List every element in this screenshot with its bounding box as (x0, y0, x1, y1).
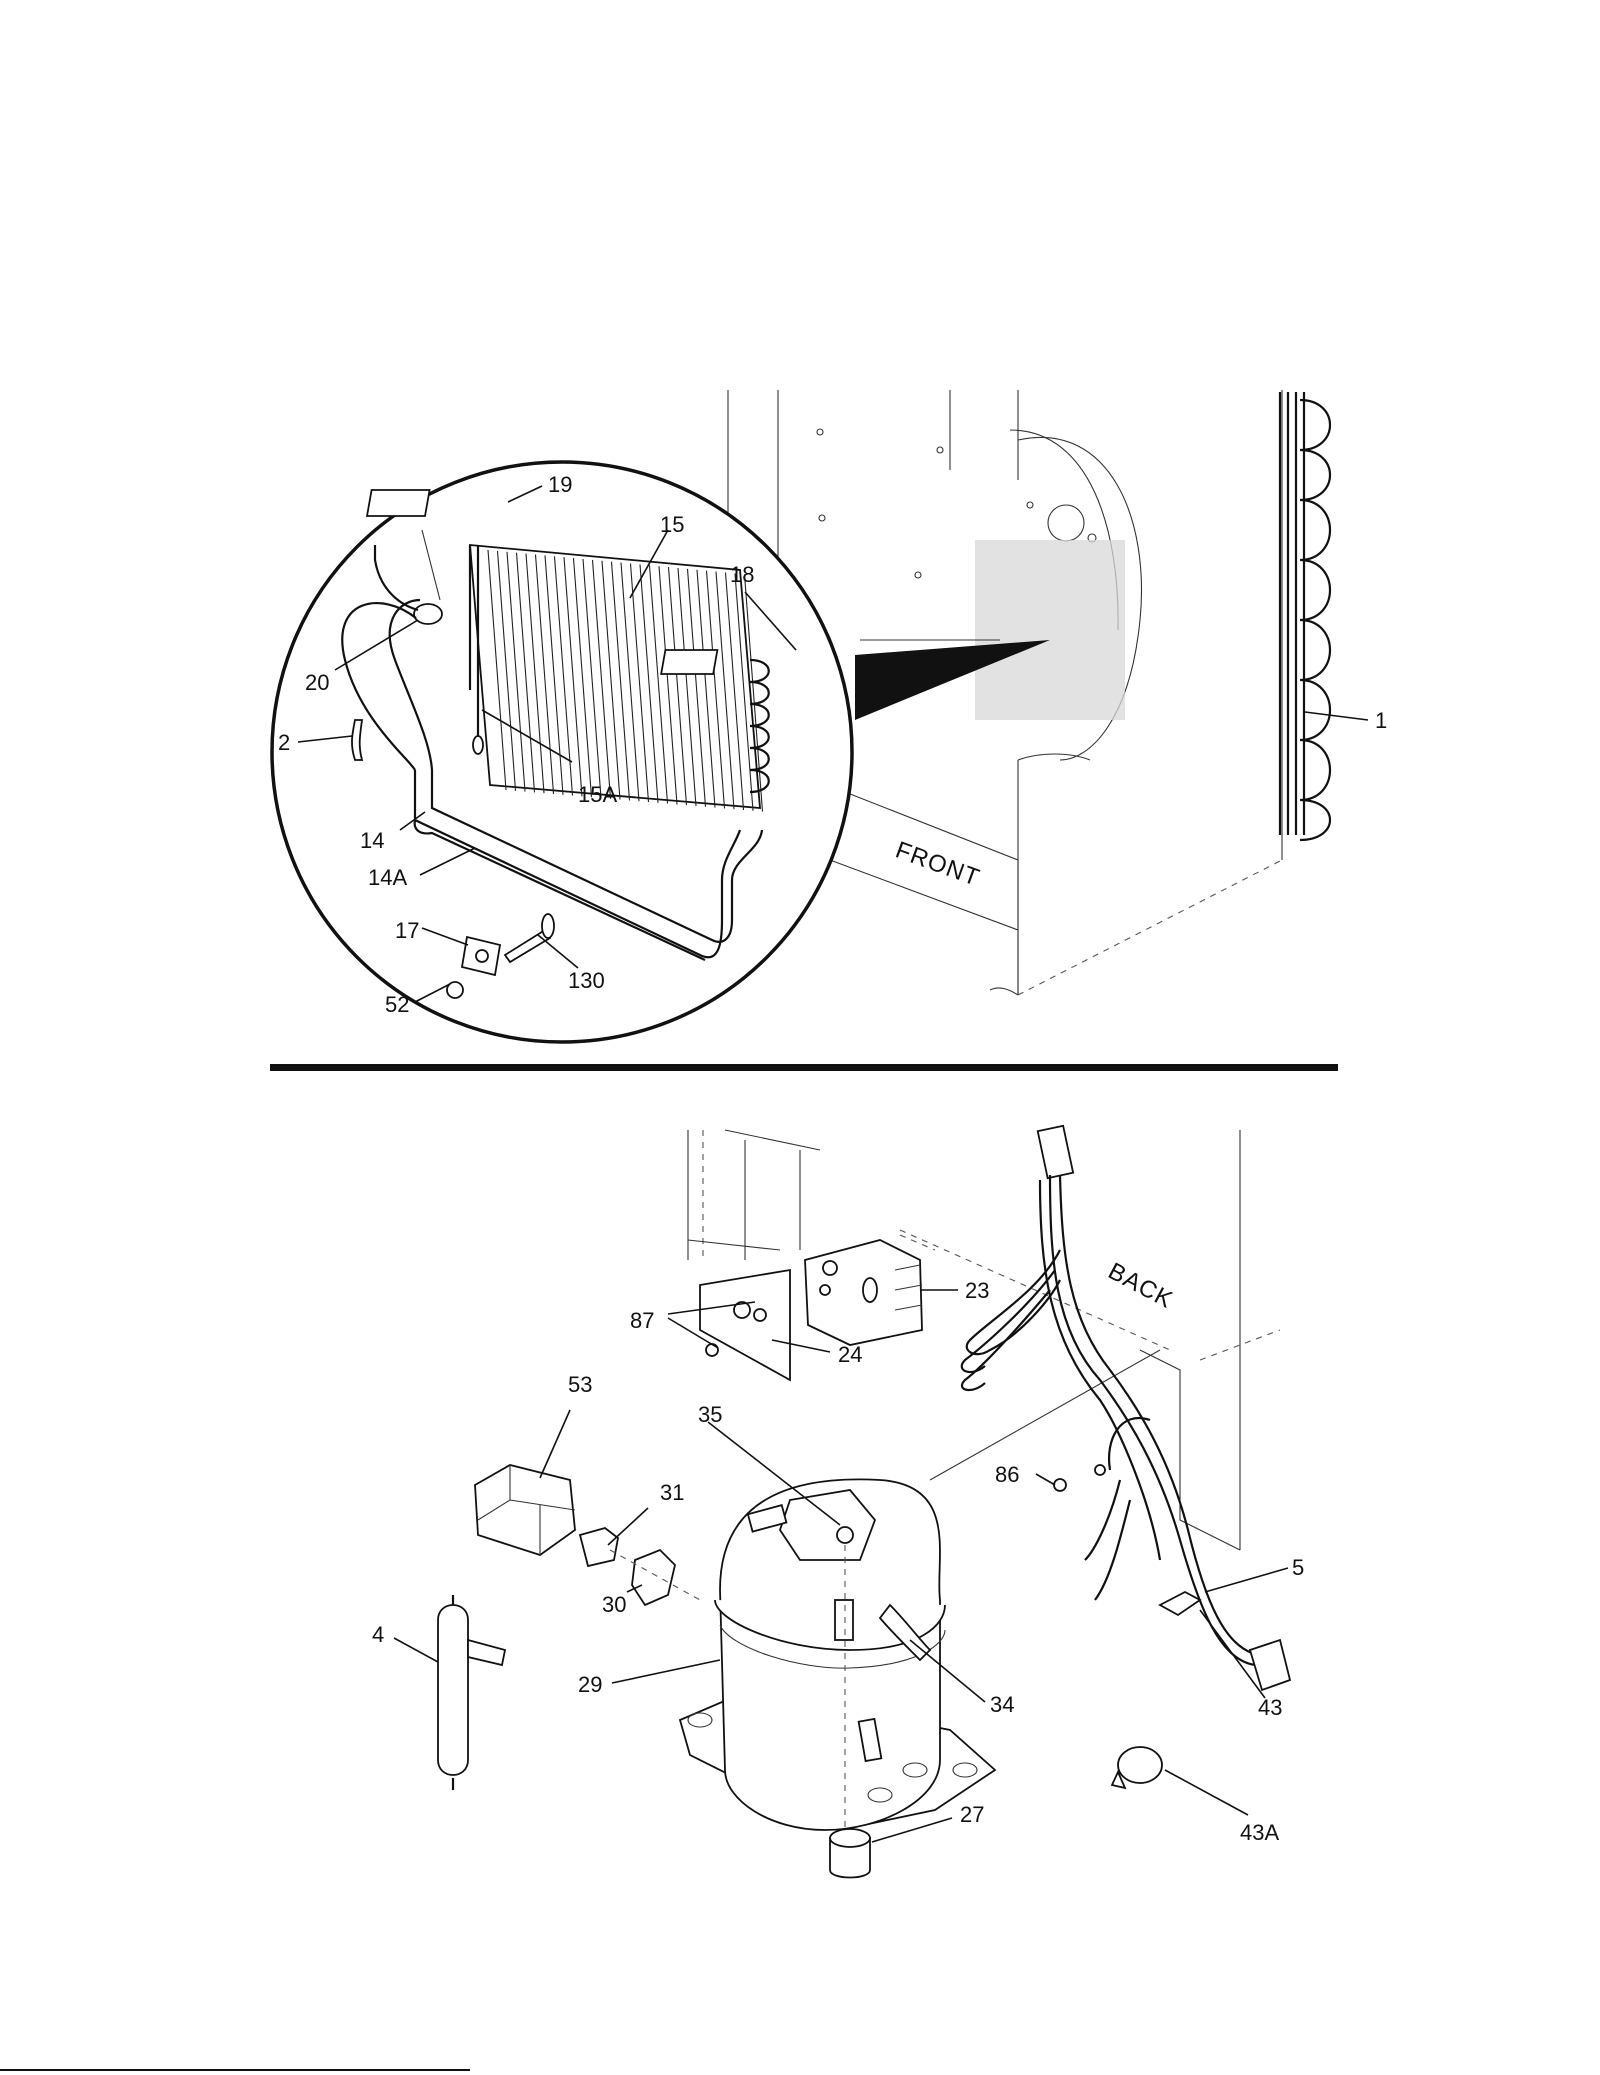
pad-18 (660, 649, 719, 675)
label-35: 35 (698, 1402, 722, 1427)
thermostat-wiring (341, 529, 443, 771)
wiring-harness (960, 1124, 1292, 1692)
evaporator-fin (591, 559, 612, 799)
filter-drier (437, 1595, 507, 1790)
evaporator-fin (515, 552, 536, 793)
label-30: 30 (602, 1592, 626, 1617)
evaporator (468, 544, 770, 812)
evaporator-fin (572, 558, 593, 798)
compressor (678, 1478, 997, 1831)
evaporator-fin (506, 551, 526, 792)
label-14: 14 (360, 828, 384, 853)
evaporator-fin (610, 561, 631, 801)
label-17: 17 (395, 918, 419, 943)
pad-19 (365, 489, 431, 517)
drain-tubes (413, 770, 764, 961)
label-27: 27 (960, 1802, 984, 1827)
cabinet-base-outline (687, 1129, 1281, 1551)
label-15: 15 (660, 512, 684, 537)
defrost-timer (804, 1239, 923, 1346)
relay-53 (474, 1464, 576, 1556)
label-23: 23 (965, 1278, 989, 1303)
vent-shading (975, 540, 1125, 720)
label-back: BACK (1104, 1258, 1178, 1314)
label-31: 31 (660, 1480, 684, 1505)
label-86: 86 (995, 1462, 1019, 1487)
label-87: 87 (630, 1308, 654, 1333)
evaporator-fin (582, 558, 602, 799)
clip-43 (1158, 1590, 1202, 1617)
label-5: 5 (1292, 1555, 1304, 1580)
label-19: 19 (548, 472, 572, 497)
evaporator-fin (620, 562, 640, 802)
label-130: 130 (568, 968, 605, 993)
grommet-27 (829, 1828, 871, 1879)
cabinet-outline (727, 390, 1283, 996)
label-front: FRONT (892, 837, 984, 892)
timer-bracket (699, 1268, 791, 1382)
evaporator-fin (667, 567, 688, 806)
evaporator-fin (525, 553, 545, 794)
evaporator-fin (553, 556, 574, 796)
label-34: 34 (990, 1692, 1014, 1717)
evaporator-fin (686, 568, 707, 807)
label-18: 18 (730, 562, 754, 587)
evaporator-fin (648, 565, 669, 804)
evaporator-fin (639, 564, 659, 803)
evaporator-fin (496, 550, 517, 791)
ground-screw-86 (1053, 1464, 1106, 1492)
bracket-17 (460, 935, 502, 977)
evaporator-fin (658, 566, 678, 805)
label-14A: 14A (368, 865, 407, 890)
label-4: 4 (372, 1622, 384, 1647)
callout-pointer (855, 640, 1050, 720)
evaporator-fin (487, 549, 507, 791)
cover-30 (631, 1548, 676, 1607)
label-43A: 43A (1240, 1820, 1279, 1845)
evaporator-fin (705, 570, 726, 809)
evaporator-fin (601, 560, 621, 800)
screw-130 (503, 913, 555, 964)
leader-lines (297, 485, 1369, 1843)
label-15A: 15A (578, 782, 617, 807)
evaporator-fin (724, 572, 745, 811)
evaporator-fin (734, 573, 754, 811)
evaporator-fin (677, 567, 697, 807)
label-20: 20 (305, 670, 329, 695)
evaporator-fin (563, 557, 583, 797)
label-43: 43 (1258, 1695, 1282, 1720)
label-2: 2 (278, 730, 290, 755)
label-52: 52 (385, 992, 409, 1017)
label-53: 53 (568, 1372, 592, 1397)
label-1: 1 (1375, 708, 1387, 733)
evaporator-fin (534, 554, 555, 795)
section-divider (270, 1064, 1338, 1071)
evaporator-fin (629, 563, 650, 803)
label-29: 29 (578, 1672, 602, 1697)
sensor-15A (472, 690, 484, 755)
grommet-52 (446, 981, 464, 999)
condenser-coil (1278, 392, 1332, 842)
clamp-43A (1110, 1746, 1163, 1790)
label-24: 24 (838, 1342, 862, 1367)
evaporator-fin (696, 569, 716, 808)
overload-31 (578, 1527, 619, 1568)
evaporator-fin (715, 571, 735, 810)
